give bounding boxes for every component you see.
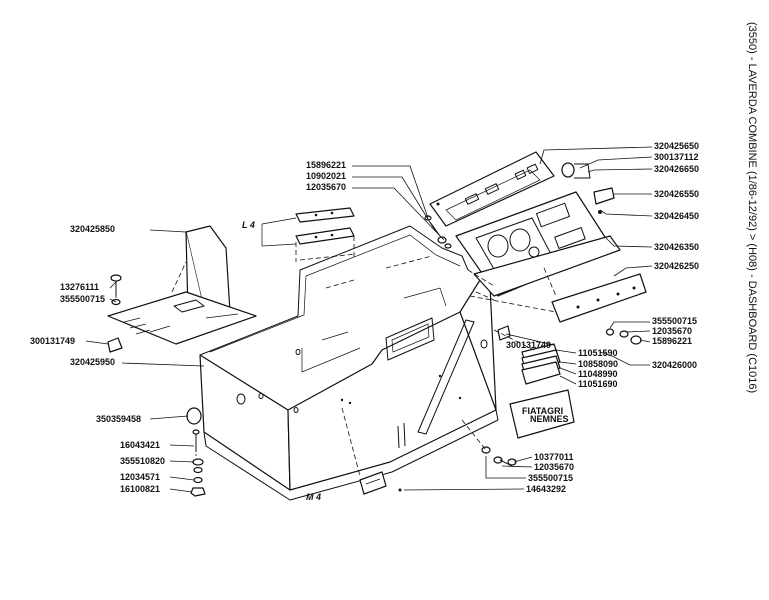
label-10377011: 10377011	[534, 452, 574, 462]
nameplate: FIATAGRI NEMNES	[509, 389, 575, 439]
label-320426250: 320426250	[654, 261, 699, 271]
side-panel	[107, 225, 257, 345]
right-hardware	[605, 328, 642, 345]
label-15896221-right: 15896221	[652, 336, 692, 346]
rocker-switch	[593, 187, 615, 214]
assembly-lines	[115, 236, 557, 477]
callout-l4: L 4	[242, 220, 255, 230]
label-11051690: 11051690	[578, 379, 618, 389]
label-320426450: 320426450	[654, 211, 699, 221]
label-16100821: 16100821	[120, 484, 160, 494]
back-cover-plate	[473, 235, 621, 297]
label-355500715-bottom: 355500715	[528, 473, 573, 483]
diagram-title: (3550) - LAVERDA COMBINE (1/86-12/92) > …	[746, 22, 758, 393]
label-300131749-left: 300131749	[30, 336, 75, 346]
nameplate-brand: FIATAGRI	[522, 406, 563, 416]
relay-block	[521, 343, 561, 385]
top-labels: 15896221 10902021 12035670	[306, 160, 346, 192]
label-12035670-top: 12035670	[306, 182, 346, 192]
upper-switch-panel	[429, 151, 555, 227]
label-15896221-top: 15896221	[306, 160, 346, 170]
right-labels: 320425650 300137112 320426650 320426550 …	[506, 141, 699, 389]
label-11051590: 11051590	[578, 348, 618, 358]
label-10858090: 10858090	[578, 359, 618, 369]
label-320425650: 320425650	[654, 141, 699, 151]
bottom-labels: 10377011 12035670 355500715 14643292	[526, 452, 574, 494]
leader-lines	[85, 146, 653, 493]
nameplate-line2: NEMNES	[530, 414, 569, 424]
label-10902021: 10902021	[306, 171, 346, 181]
label-11048990: 11048990	[578, 369, 618, 379]
label-320425850: 320425850	[70, 224, 115, 234]
label-355500715-left: 355500715	[60, 294, 105, 304]
label-320426000: 320426000	[652, 360, 697, 370]
label-300131749-right: 300131749	[506, 340, 551, 350]
label-320426650: 320426650	[654, 164, 699, 174]
label-320425950: 320425950	[70, 357, 115, 367]
rear-strip	[551, 273, 647, 323]
console-housing	[199, 225, 499, 501]
label-300137112: 300137112	[654, 152, 699, 162]
l4-brackets	[261, 207, 355, 247]
left-labels: 320425850 13276111 355500715 300131749 3…	[30, 224, 165, 494]
label-13276111: 13276111	[60, 282, 99, 292]
label-355500715-right: 355500715	[652, 316, 697, 326]
callout-m4: M 4	[306, 492, 321, 502]
label-350359458: 350359458	[96, 414, 141, 424]
label-14643292: 14643292	[526, 484, 566, 494]
switch-knob	[561, 162, 591, 179]
left-hardware	[107, 274, 206, 497]
label-355510820: 355510820	[120, 456, 165, 466]
label-320426350: 320426350	[654, 242, 699, 252]
bottom-hardware	[398, 446, 517, 492]
label-16043421: 16043421	[120, 440, 160, 450]
label-12034571: 12034571	[120, 472, 160, 482]
label-320426550: 320426550	[654, 189, 699, 199]
clip-right	[497, 325, 511, 341]
m4-plate	[359, 471, 387, 495]
label-12035670-right: 12035670	[652, 326, 692, 336]
label-12035670-bottom: 12035670	[534, 462, 574, 472]
